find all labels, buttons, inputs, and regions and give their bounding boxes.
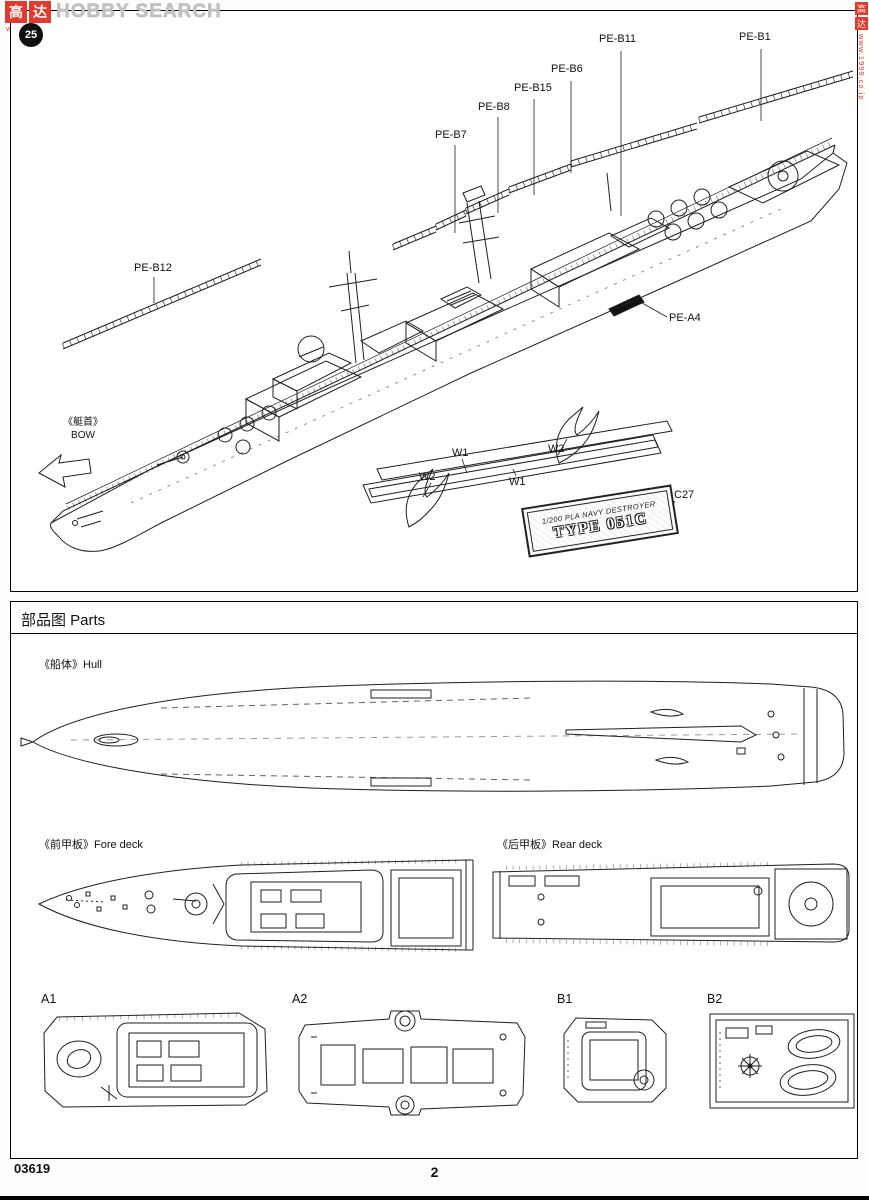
part-a2-drawing — [298, 1010, 526, 1116]
fore-deck-label: 《前甲板》Fore deck — [39, 839, 143, 851]
part-b2-label: B2 — [707, 992, 723, 1006]
parts-header: 部品图 Parts — [21, 612, 106, 629]
fore-deck-drawing — [37, 859, 474, 952]
side-watermark-url: www.1999.co.jp — [857, 34, 866, 101]
part-b1-label: B1 — [557, 992, 573, 1006]
callout-pe-b6: PE-B6 — [551, 63, 583, 75]
watermark-logo-text: HOBBY SEARCH — [56, 1, 222, 23]
bow-label-cn: 《艇首》 — [63, 417, 103, 428]
side-watermark-cn-1: 高 — [855, 2, 868, 15]
callout-w2-upper: W2 — [548, 443, 565, 455]
callout-pe-b11: PE-B11 — [599, 33, 637, 45]
watermark-cn-box-2: 达 — [29, 1, 51, 23]
bow-label-en: BOW — [71, 429, 95, 441]
ship-hull — [50, 137, 848, 552]
side-watermark-cn-2: 达 — [855, 17, 868, 30]
callout-pe-b15: PE-B15 — [514, 82, 552, 94]
parts-drawings — [20, 680, 855, 1116]
part-a2-label: A2 — [292, 992, 308, 1006]
rear-deck-drawing — [492, 862, 850, 946]
display-stand-parts — [362, 406, 673, 528]
callout-w2-lower: W2 — [419, 471, 436, 483]
part-b2-drawing — [709, 1013, 855, 1109]
page-number: 2 — [430, 1164, 439, 1180]
bottom-edge-bar — [0, 1196, 869, 1200]
bow-arrow-icon — [38, 453, 92, 488]
rear-deck-label: 《后甲板》Rear deck — [497, 839, 603, 851]
side-watermark: 高 达 www.1999.co.jp — [854, 2, 869, 101]
bow-label: 《艇首》 BOW — [51, 417, 115, 442]
callout-c27: C27 — [674, 489, 695, 501]
callout-pe-a4: PE-A4 — [669, 312, 701, 324]
ship-superstructure — [72, 150, 841, 528]
callout-pe-b12: PE-B12 — [134, 262, 172, 274]
callout-pe-b1: PE-B1 — [739, 31, 771, 43]
parts-header-rule — [11, 633, 857, 634]
step-number-badge: 25 — [19, 23, 43, 47]
callout-pe-b7: PE-B7 — [435, 129, 467, 141]
hull-label: 《船体》Hull — [39, 659, 102, 671]
part-a1-label: A1 — [41, 992, 57, 1006]
callout-pe-b8: PE-B8 — [478, 101, 510, 113]
hull-top-view-drawing — [20, 680, 845, 792]
callout-leader-lines — [153, 49, 762, 509]
assembly-step-panel: 25 — [10, 10, 858, 592]
kit-number: 03619 — [14, 1161, 51, 1176]
parts-panel: 部品图 Parts — [10, 601, 858, 1159]
part-a1-drawing — [43, 1012, 268, 1108]
callout-w1-lower: W1 — [509, 476, 526, 488]
watermark-cn-box-1: 高 — [5, 1, 27, 23]
part-b1-drawing — [563, 1017, 667, 1103]
pe-rail-parts — [61, 70, 854, 350]
hobby-search-watermark: 高 达 HOBBY SEARCH — [5, 1, 222, 23]
ship-perspective-drawing — [38, 49, 854, 552]
callout-w1-upper: W1 — [452, 447, 469, 459]
